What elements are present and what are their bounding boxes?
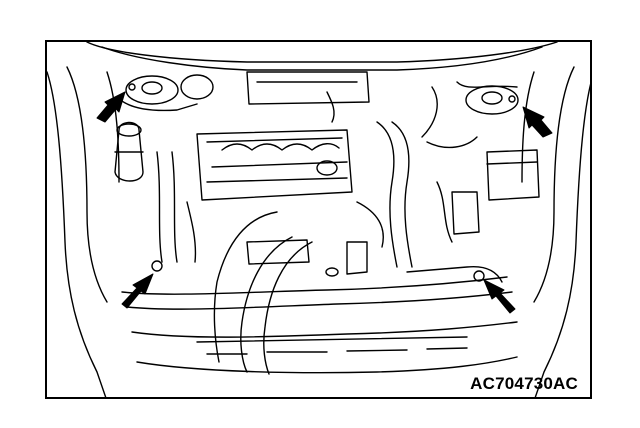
battery (486, 149, 540, 201)
radiator-support (121, 276, 508, 295)
bolt-front-right-lower (473, 270, 485, 282)
arrow-icon (522, 106, 553, 138)
coolant-reservoir (114, 121, 144, 182)
right-strut-tower (465, 85, 519, 115)
air-intake-hose (240, 236, 293, 373)
figure-code: AC704730AC (470, 374, 578, 393)
engine-cover (196, 129, 353, 201)
bolt-front-left-lower (151, 260, 163, 272)
arrow-icon (483, 279, 516, 314)
bolt-front-left-upper (128, 83, 136, 91)
hood-inner-edge (101, 46, 543, 71)
arrow-icon (121, 273, 154, 309)
right-fender (534, 83, 590, 397)
intake-pipe (376, 121, 398, 268)
engine-bay-illustration (47, 42, 590, 397)
left-fender (47, 71, 107, 397)
hood-outline (86, 42, 558, 63)
arrow-icon (96, 91, 126, 123)
diagram-frame: AC704730AC (45, 40, 592, 399)
left-strut-tower (125, 75, 179, 105)
bolt-front-right-upper (508, 95, 516, 103)
